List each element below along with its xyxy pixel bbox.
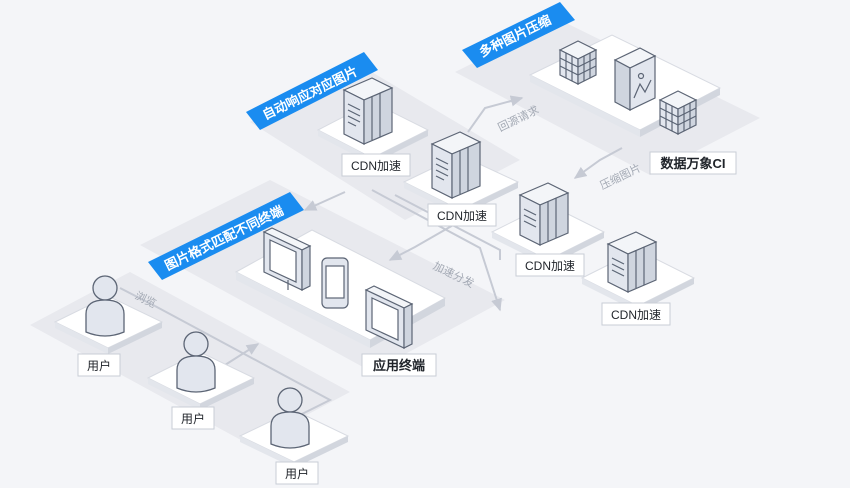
- monitor-icon-2: [364, 285, 414, 349]
- server-icon-right1: [518, 182, 570, 246]
- user1-label: 用户: [87, 358, 111, 373]
- phone-icon: [321, 257, 349, 309]
- arrow-origin-request: [467, 95, 524, 133]
- arrow-compress-image: [573, 147, 623, 179]
- user3-label-box: 用户: [275, 461, 319, 485]
- monitor-icon: [262, 227, 312, 291]
- cdn-top-label-box: CDN加速: [341, 153, 411, 177]
- origin-request-label: 回源请求: [495, 102, 541, 134]
- cdn-top-label: CDN加速: [351, 159, 401, 173]
- terminals-label: 应用终端: [373, 358, 425, 373]
- user2-label-box: 用户: [171, 406, 215, 430]
- server-icon-top: [342, 77, 394, 145]
- cdn-right2-label-box: CDN加速: [601, 302, 671, 326]
- cdn-mid-label: CDN加速: [437, 209, 487, 223]
- cdn-right2-label: CDN加速: [611, 308, 661, 322]
- cdn-right1-label: CDN加速: [525, 259, 575, 273]
- terminals-label-box: 应用终端: [361, 353, 437, 377]
- compress-image-label: 压缩图片: [598, 161, 643, 192]
- user-icon-1: [85, 275, 125, 337]
- ci-label-box: 数据万象CI: [649, 151, 737, 175]
- arrow-top-return: [303, 191, 346, 211]
- cube-icon-2: [658, 90, 698, 135]
- cube-icon: [558, 40, 598, 85]
- ci-label: 数据万象CI: [660, 156, 725, 171]
- arrow-side-long: [371, 189, 502, 312]
- server-icon-mid: [430, 131, 482, 199]
- image-file-icon: [613, 47, 657, 111]
- cdn-mid-label-box: CDN加速: [427, 203, 497, 227]
- arrow-user2-up: [224, 343, 260, 366]
- user1-label-box: 用户: [77, 353, 121, 377]
- user-icon-3: [270, 387, 310, 449]
- cdn-right1-label-box: CDN加速: [515, 253, 585, 277]
- user2-label: 用户: [181, 411, 205, 426]
- server-icon-right2: [606, 231, 658, 293]
- user-icon-2: [176, 331, 216, 393]
- arrow-browse-1: [119, 287, 156, 307]
- user3-label: 用户: [285, 466, 309, 481]
